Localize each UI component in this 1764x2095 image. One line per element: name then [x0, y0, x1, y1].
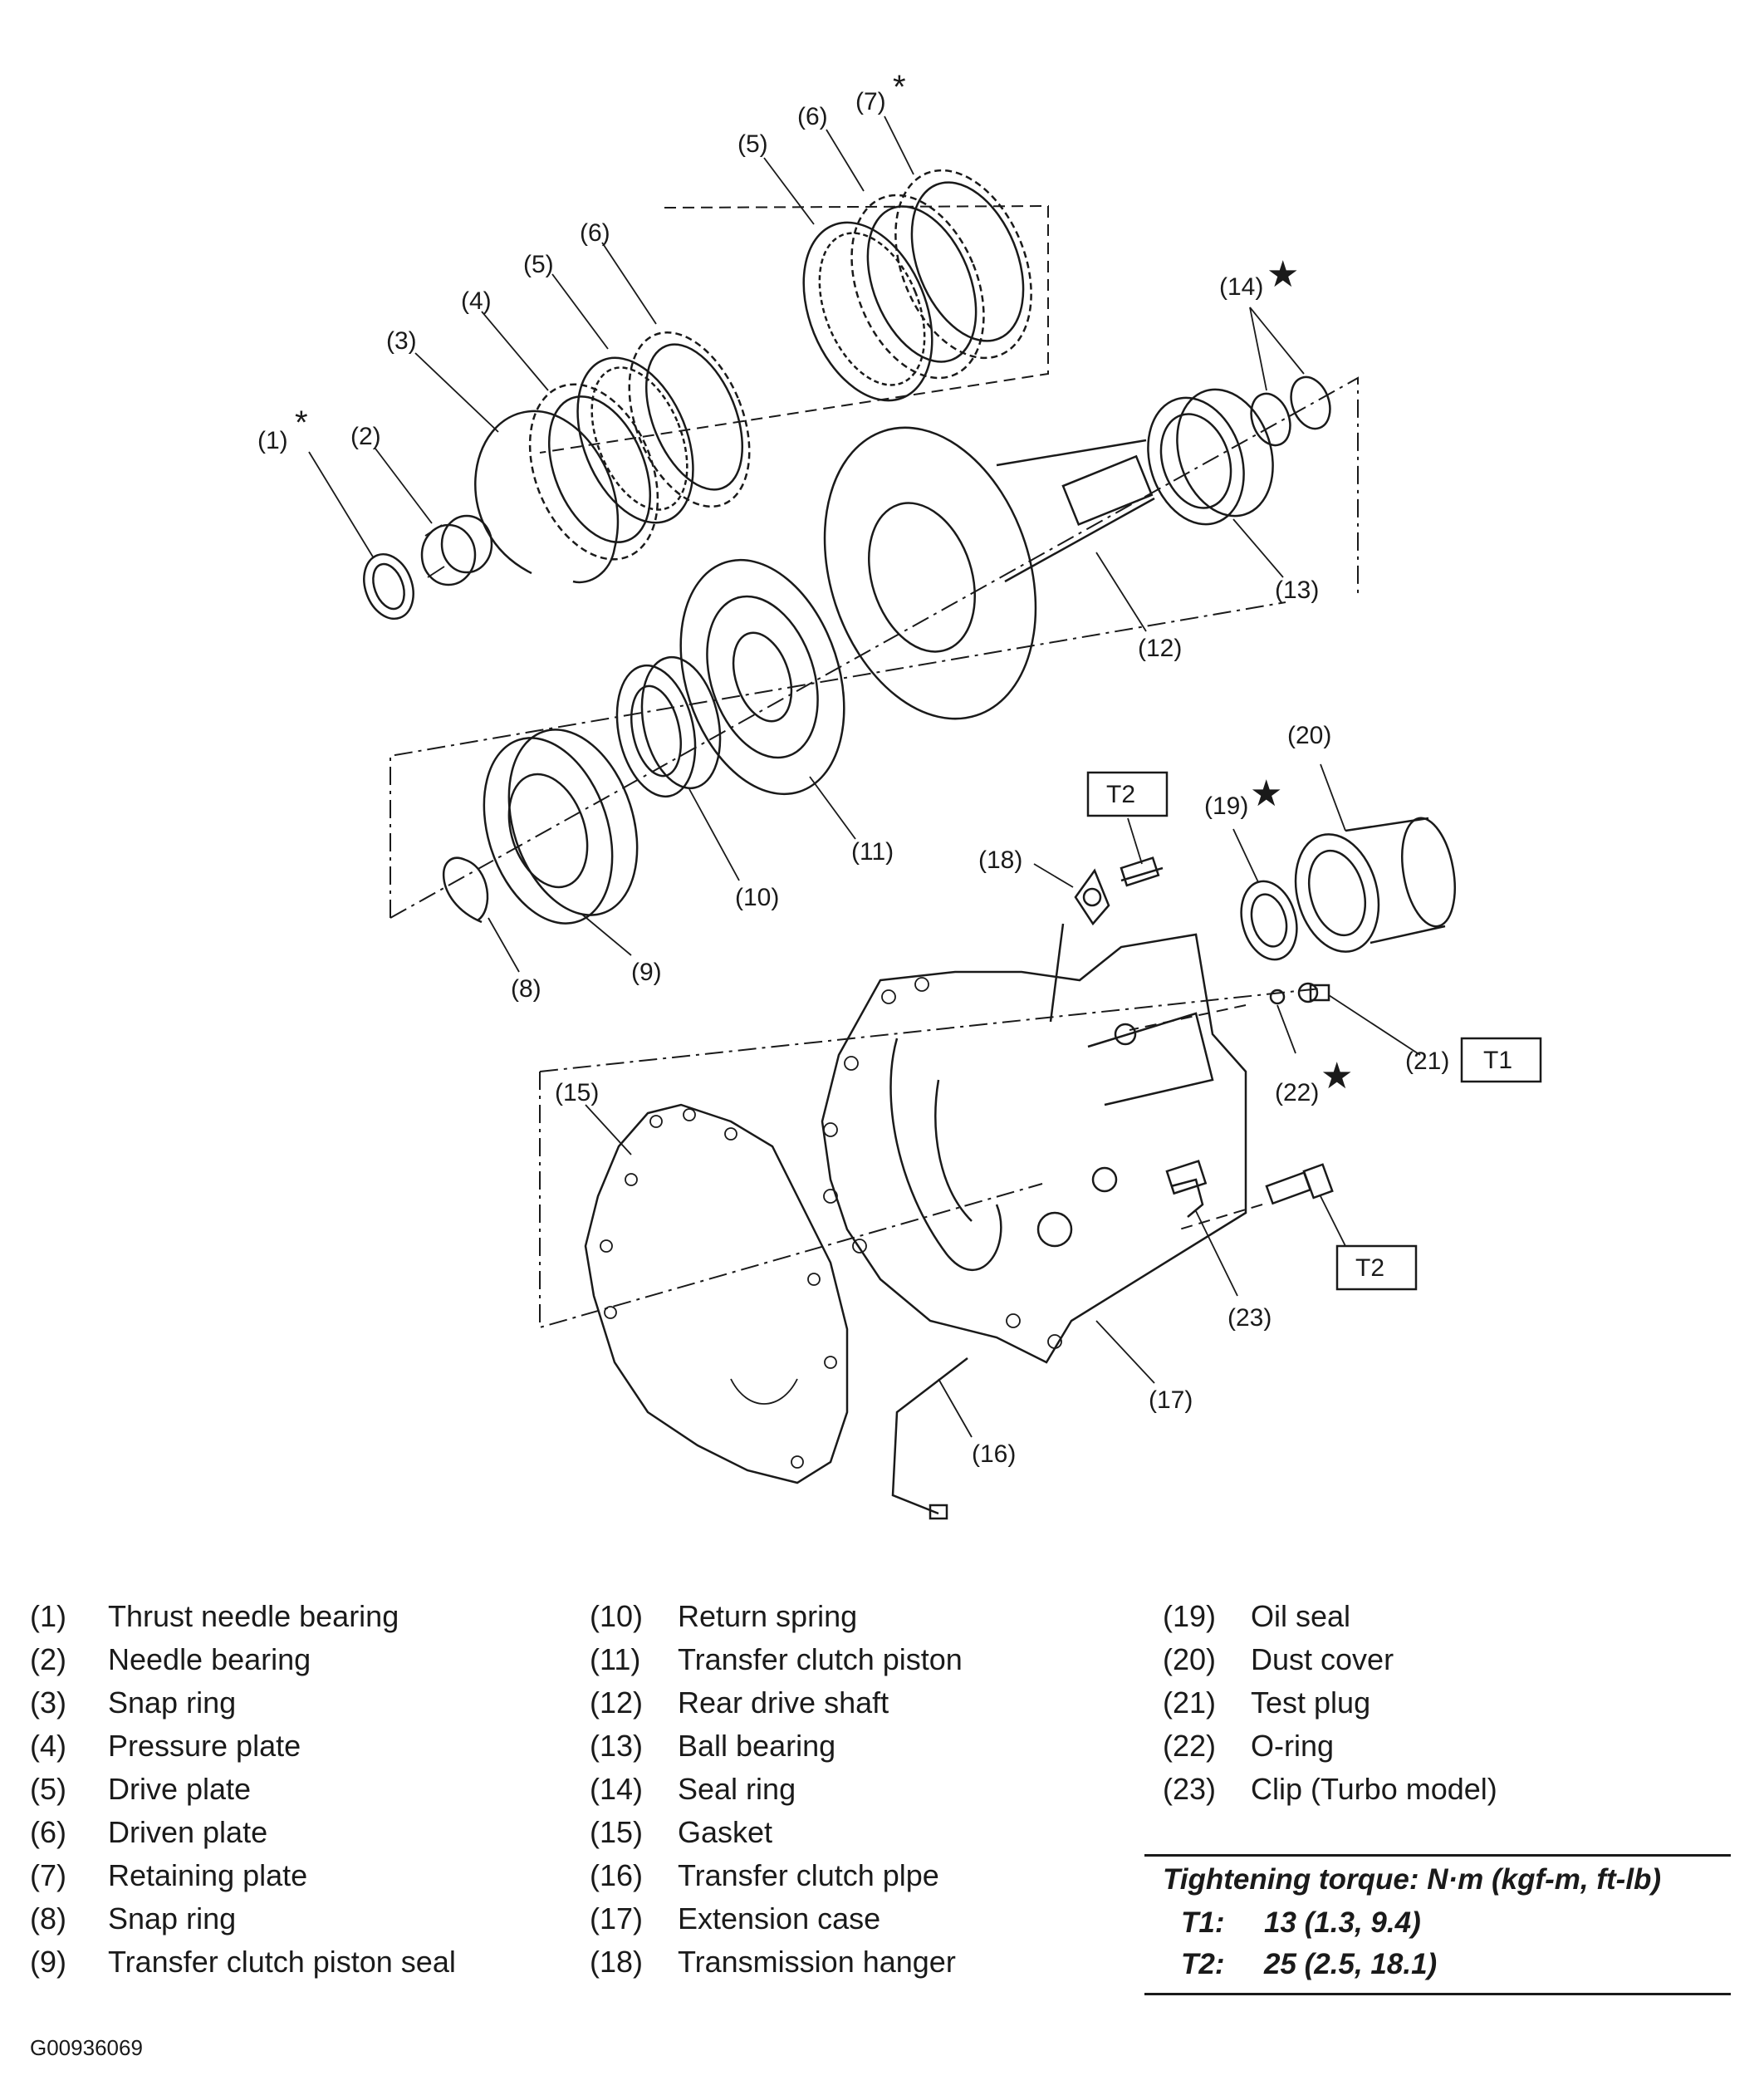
- callout-21: (21): [1405, 1048, 1449, 1075]
- torque-value-t1: 13 (1.3, 9.4): [1264, 1906, 1421, 1939]
- callout-3: (3): [386, 327, 417, 355]
- callout-16: (16): [972, 1440, 1016, 1468]
- torque-value-t2: 25 (2.5, 18.1): [1264, 1948, 1438, 1980]
- snap-ring-part-3: [414, 352, 620, 584]
- oil-seal-part: [1232, 828, 1298, 961]
- drive-plate-part-5a: [551, 273, 694, 524]
- callout-2: (2): [350, 423, 381, 450]
- callout-1: (1): [257, 427, 288, 454]
- torque-table-heading: Tightening torque: N·m (kgf-m, ft-lb): [1163, 1863, 1662, 1896]
- seal-ring-part: [1249, 307, 1331, 447]
- upper-plates-part: [763, 115, 1032, 402]
- gasket-part: [584, 1103, 849, 1484]
- torque-row-t1: T1: 13 (1.3, 9.4): [1181, 1906, 1421, 1940]
- callout-14: (14): [1219, 273, 1263, 301]
- driven-plate-part-6a: [601, 242, 751, 508]
- callout-9: (9): [631, 959, 662, 986]
- transfer-clutch-piston-part: [679, 558, 856, 840]
- callout-8: (8): [511, 975, 541, 1003]
- callout-23: (23): [1227, 1304, 1272, 1332]
- tightening-torque-table: Tightening torque: N·m (kgf-m, ft-lb) T1…: [1144, 1854, 1731, 1995]
- star-marker-14: ★: [1267, 254, 1299, 295]
- callout-5a: (5): [523, 251, 554, 278]
- torque-tag-t2-upper: T2: [1106, 781, 1135, 808]
- dust-cover-part: [1294, 763, 1456, 953]
- test-plug-part: [1269, 982, 1421, 1056]
- star-marker-19: ★: [1250, 773, 1282, 814]
- transmission-hanger-part: [1033, 817, 1164, 1023]
- callout-4: (4): [461, 287, 492, 315]
- clip-part: [1170, 1163, 1346, 1297]
- callout-12: (12): [1138, 635, 1182, 662]
- torque-row-t2: T2: 25 (2.5, 18.1): [1181, 1948, 1437, 1981]
- asterisk-marker-1: *: [295, 405, 308, 441]
- markers: * * ★ ★ ★: [295, 69, 1353, 1097]
- callout-5b: (5): [737, 130, 768, 158]
- asterisk-marker-7: *: [893, 69, 906, 105]
- callout-22: (22): [1275, 1079, 1319, 1106]
- transfer-clutch-piston-seal-part: [483, 729, 639, 956]
- callout-17: (17): [1149, 1386, 1193, 1414]
- transfer-clutch-pipe-part: [891, 1357, 973, 1520]
- torque-key-t2: T2:: [1181, 1948, 1225, 1980]
- torque-key-t1: T1:: [1181, 1906, 1225, 1939]
- torque-tags: T2 T1 T2: [1086, 771, 1542, 1291]
- bolt-holes: [823, 977, 1062, 1349]
- pressure-plate-part: [481, 311, 659, 561]
- rear-drive-shaft-part: [823, 426, 1155, 720]
- snap-ring-part-8: [442, 856, 520, 973]
- torque-tag-t2-lower: T2: [1355, 1254, 1384, 1282]
- thrust-needle-bearing-part: [308, 451, 414, 621]
- callout-6a: (6): [580, 219, 610, 247]
- callout-13: (13): [1275, 576, 1319, 604]
- callout-10: (10): [735, 884, 779, 911]
- extension-case-part: [821, 933, 1247, 1384]
- callout-19: (19): [1204, 792, 1248, 820]
- ball-bearing-part: [1147, 388, 1284, 578]
- torque-tag-t1: T1: [1483, 1047, 1512, 1074]
- return-spring-part: [615, 655, 740, 881]
- callout-18: (18): [978, 846, 1022, 874]
- callout-20: (20): [1287, 722, 1331, 749]
- star-marker-22: ★: [1321, 1056, 1353, 1097]
- needle-bearing-part: [375, 448, 493, 586]
- callout-7: (7): [855, 88, 886, 115]
- figure-code: G00936069: [30, 2035, 143, 2060]
- exploded-parts-diagram: (1) (2) (3) (4) (5) (6) (5) (6) (7) (8) …: [257, 69, 1542, 1520]
- callout-15: (15): [555, 1079, 599, 1106]
- callout-labels: (1) (2) (3) (4) (5) (6) (5) (6) (7) (8) …: [257, 88, 1449, 1468]
- callout-6b: (6): [797, 103, 828, 130]
- callout-11: (11): [851, 838, 894, 866]
- grouping-dashed-outlines: [390, 204, 1359, 1329]
